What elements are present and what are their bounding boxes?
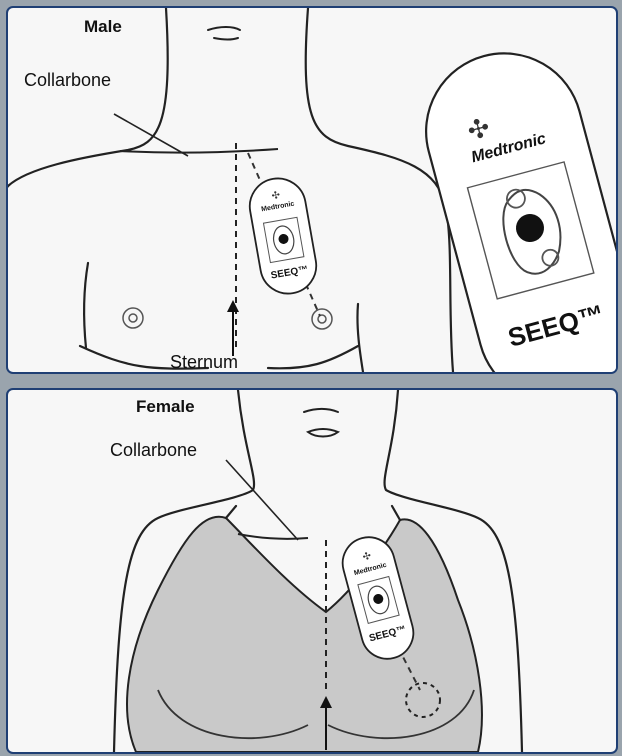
sternum-label: Sternum bbox=[170, 352, 238, 372]
male-panel: Medtronic SEEQ™ ✣ ✣ Medtronic SEEQ™ Male… bbox=[6, 6, 618, 374]
left-nipple-marker bbox=[123, 308, 143, 328]
male-diagram: Medtronic SEEQ™ ✣ ✣ Medtronic SEEQ™ Male… bbox=[8, 8, 616, 372]
sternum-arrow bbox=[227, 300, 239, 356]
male-collarbone bbox=[120, 149, 278, 153]
female-collarbone bbox=[238, 534, 308, 539]
male-device-large: ✣ Medtronic SEEQ™ bbox=[409, 36, 616, 372]
female-diagram: ✣ Medtronic SEEQ™ Female Collarbone bbox=[8, 390, 616, 752]
female-panel: ✣ Medtronic SEEQ™ Female Collarbone bbox=[6, 388, 618, 754]
female-title: Female bbox=[136, 397, 195, 416]
female-collarbone-label: Collarbone bbox=[110, 440, 197, 460]
female-garment bbox=[127, 517, 482, 752]
right-nipple-marker bbox=[312, 309, 332, 329]
male-collarbone-label: Collarbone bbox=[24, 70, 111, 90]
male-device-small: Medtronic SEEQ™ ✣ bbox=[245, 174, 320, 298]
male-title: Male bbox=[84, 17, 122, 36]
